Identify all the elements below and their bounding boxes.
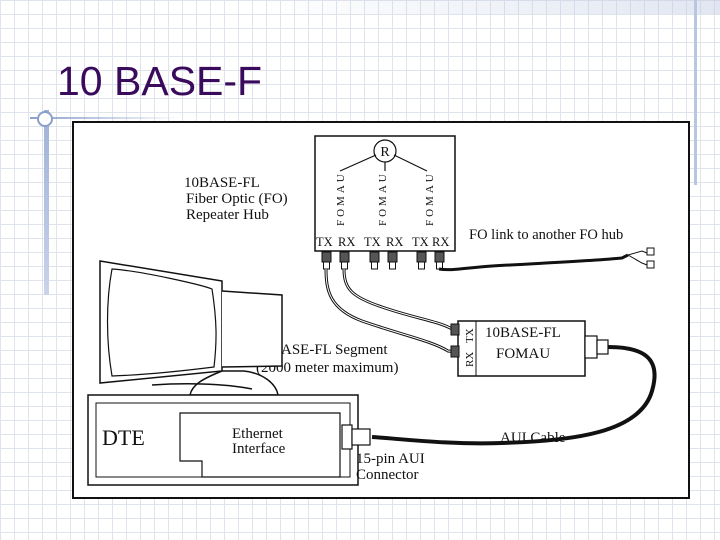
fo-link-connector-2 [646,260,655,269]
ethernet-interface-card [179,412,341,478]
fo-repeater-hub: R FOMAU FOMAU FOMAU TX RX TX RX TX RX [314,135,456,270]
left-accent-bar [44,110,49,295]
fo-link-cable [438,253,629,272]
fomau-label-3: FOMAU [424,171,436,226]
hub-tx-label-2: TX [364,235,381,249]
segment-label-line2: (2000 meter maximum) [256,360,398,376]
hub-name-line3: Repeater Hub [186,207,269,223]
fomau-rx-label: RX [464,352,476,367]
dte-device: DTE Ethernet Interface [87,394,371,486]
fomau-box-line2: FOMAU [496,346,550,362]
fomau-label-1: FOMAU [335,171,347,226]
repeater-label: R [380,145,390,160]
monitor-icon [99,260,283,396]
fiber-segment-cable [324,268,459,354]
hub-rx-label-2: RX [386,235,403,249]
top-decoration [260,0,720,14]
accent-circle [37,111,53,127]
hub-name-line1: 10BASE-FL [184,175,260,191]
title-underline [30,117,180,119]
hub-rx-label-1: RX [338,235,355,249]
fo-link-connector-1 [646,247,655,256]
fomau-tx-label: TX [464,328,476,343]
aui-connector-line2: Connector [356,467,418,483]
hub-tx-label-1: TX [316,235,333,249]
hub-rx-label-3: RX [432,235,449,249]
fomau-box-line1: 10BASE-FL [485,325,561,341]
aui-connector-line1: 15-pin AUI [356,451,425,467]
network-diagram: R FOMAU FOMAU FOMAU TX RX TX RX TX RX 10… [72,121,692,506]
right-accent-bar [694,0,697,185]
aui-port [351,428,371,446]
ethernet-label-line2: Interface [232,441,286,457]
fomau-label-2: FOMAU [377,171,389,226]
hub-tx-label-3: TX [412,235,429,249]
ethernet-label-line1: Ethernet [232,426,284,442]
hub-name-line2: Fiber Optic (FO) [186,191,288,207]
hub-connectors [321,251,445,270]
fomau-device: TX RX 10BASE-FL FOMAU [450,320,609,377]
segment-label-line1: 10BASE-FL Segment [256,342,388,358]
dte-label: DTE [102,425,145,450]
slide-title: 10 BASE-F [57,58,263,104]
aui-cable-label: AUI Cable [500,430,566,446]
fo-link-label: FO link to another FO hub [469,227,623,243]
aui-cable [371,345,657,446]
